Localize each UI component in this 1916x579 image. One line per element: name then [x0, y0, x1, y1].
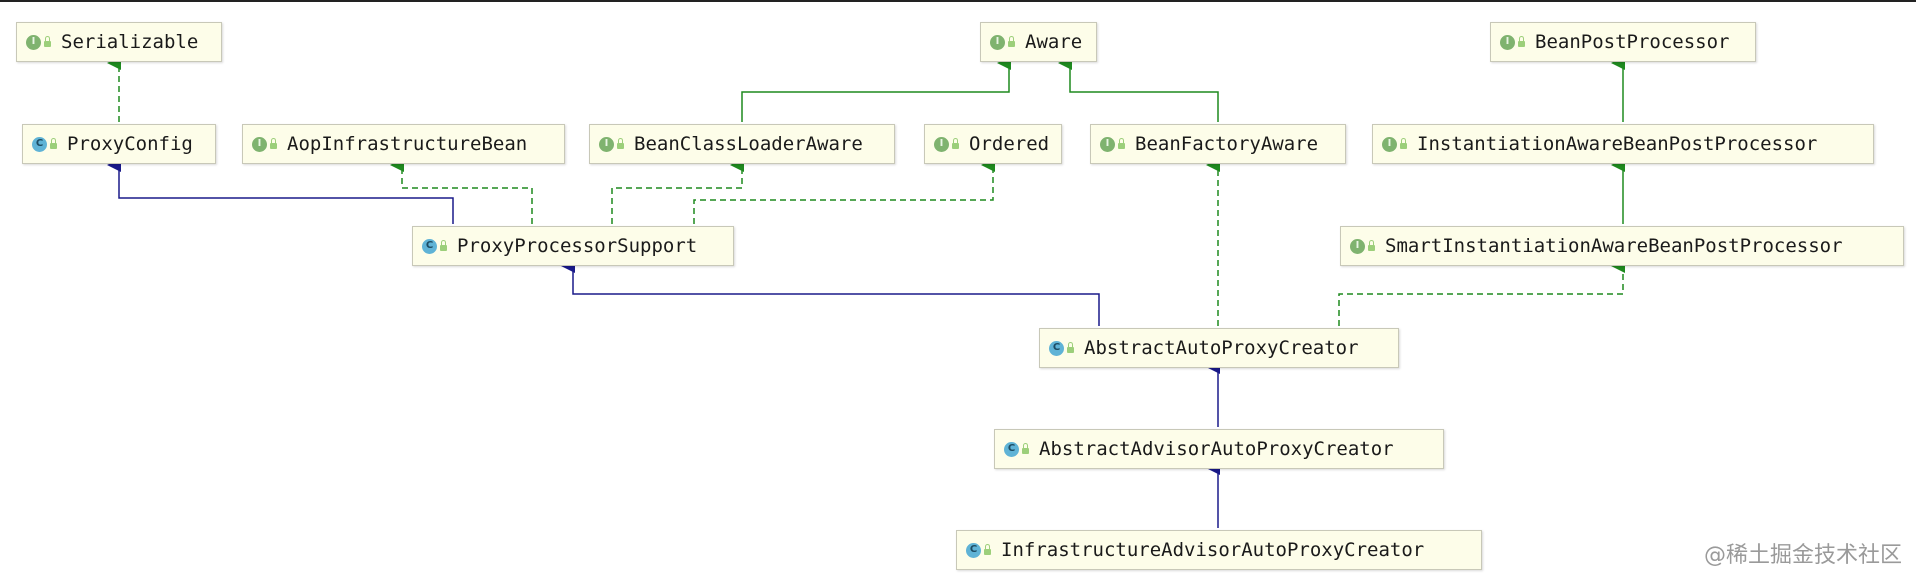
class-icon: C	[422, 238, 437, 254]
node-label: AbstractAutoProxyCreator	[1084, 337, 1359, 359]
public-access-icon	[1008, 36, 1015, 47]
node-label: Ordered	[969, 133, 1050, 155]
interface-icon: I	[599, 136, 614, 152]
interface-icon: I	[1500, 34, 1515, 50]
node-smart-instantiation-aware-bpp[interactable]: I SmartInstantiationAwareBeanPostProcess…	[1340, 226, 1904, 266]
top-border	[0, 0, 1916, 2]
node-proxy-config[interactable]: C ProxyConfig	[22, 124, 216, 164]
public-access-icon	[1022, 443, 1029, 454]
public-access-icon	[270, 138, 277, 149]
node-ordered[interactable]: I Ordered	[924, 124, 1062, 164]
public-access-icon	[1400, 138, 1407, 149]
node-label: Aware	[1025, 31, 1083, 53]
node-label: ProxyConfig	[67, 133, 193, 155]
edge-proxyprocessorsupport-aopinfrastructurebean	[390, 158, 533, 224]
node-bean-class-loader-aware[interactable]: I BeanClassLoaderAware	[589, 124, 895, 164]
public-access-icon	[1067, 342, 1074, 353]
edge-abstractautoproxycreator-smartinstantiation	[1338, 259, 1625, 326]
edge-proxyprocessorsupport-ordered	[693, 158, 995, 224]
node-label: Serializable	[61, 31, 199, 53]
node-label: ProxyProcessorSupport	[457, 235, 698, 257]
node-label: AopInfrastructureBean	[287, 133, 528, 155]
public-access-icon	[440, 240, 447, 251]
node-aware[interactable]: I Aware	[980, 22, 1097, 62]
public-access-icon	[44, 36, 51, 47]
node-abstract-advisor-auto-proxy-creator[interactable]: C AbstractAdvisorAutoProxyCreator	[994, 429, 1444, 469]
edge-proxyprocessorsupport-proxyconfig	[107, 158, 454, 224]
node-proxy-processor-support[interactable]: C ProxyProcessorSupport	[412, 226, 734, 266]
node-instantiation-aware-bpp[interactable]: I InstantiationAwareBeanPostProcessor	[1372, 124, 1874, 164]
node-label: InstantiationAwareBeanPostProcessor	[1417, 133, 1818, 155]
edge-beanfactoryaware-aware	[1058, 56, 1219, 122]
interface-icon: I	[934, 136, 949, 152]
interface-icon: I	[26, 34, 41, 50]
interface-icon: I	[990, 34, 1005, 50]
node-serializable[interactable]: I Serializable	[16, 22, 222, 62]
node-label: BeanFactoryAware	[1135, 133, 1319, 155]
node-bean-post-processor[interactable]: I BeanPostProcessor	[1490, 22, 1756, 62]
node-aop-infrastructure-bean[interactable]: I AopInfrastructureBean	[242, 124, 565, 164]
node-label: SmartInstantiationAwareBeanPostProcessor	[1385, 235, 1843, 257]
node-abstract-auto-proxy-creator[interactable]: C AbstractAutoProxyCreator	[1039, 328, 1399, 368]
interface-icon: I	[252, 136, 267, 152]
edge-beanclassloaderaware-aware	[741, 56, 1011, 122]
node-infrastructure-advisor-auto-proxy-creator[interactable]: C InfrastructureAdvisorAutoProxyCreator	[956, 530, 1482, 570]
node-label: BeanClassLoaderAware	[634, 133, 863, 155]
interface-icon: I	[1100, 136, 1115, 152]
node-label: BeanPostProcessor	[1535, 31, 1730, 53]
edge-abstractautoproxycreator-proxyprocessorsupport	[561, 259, 1100, 326]
public-access-icon	[984, 544, 991, 555]
node-label: AbstractAdvisorAutoProxyCreator	[1039, 438, 1394, 460]
class-icon: C	[966, 542, 981, 558]
public-access-icon	[1368, 240, 1375, 251]
interface-icon: I	[1382, 136, 1397, 152]
node-bean-factory-aware[interactable]: I BeanFactoryAware	[1090, 124, 1346, 164]
interface-icon: I	[1350, 238, 1365, 254]
public-access-icon	[952, 138, 959, 149]
public-access-icon	[50, 138, 57, 149]
node-label: InfrastructureAdvisorAutoProxyCreator	[1001, 539, 1425, 561]
public-access-icon	[1518, 36, 1525, 47]
watermark: @稀土掘金技术社区	[1703, 543, 1902, 568]
public-access-icon	[617, 138, 624, 149]
class-icon: C	[1049, 340, 1064, 356]
public-access-icon	[1118, 138, 1125, 149]
class-icon: C	[1004, 441, 1019, 457]
edge-proxyprocessorsupport-beanclassloaderaware	[611, 158, 744, 224]
class-icon: C	[32, 136, 47, 152]
